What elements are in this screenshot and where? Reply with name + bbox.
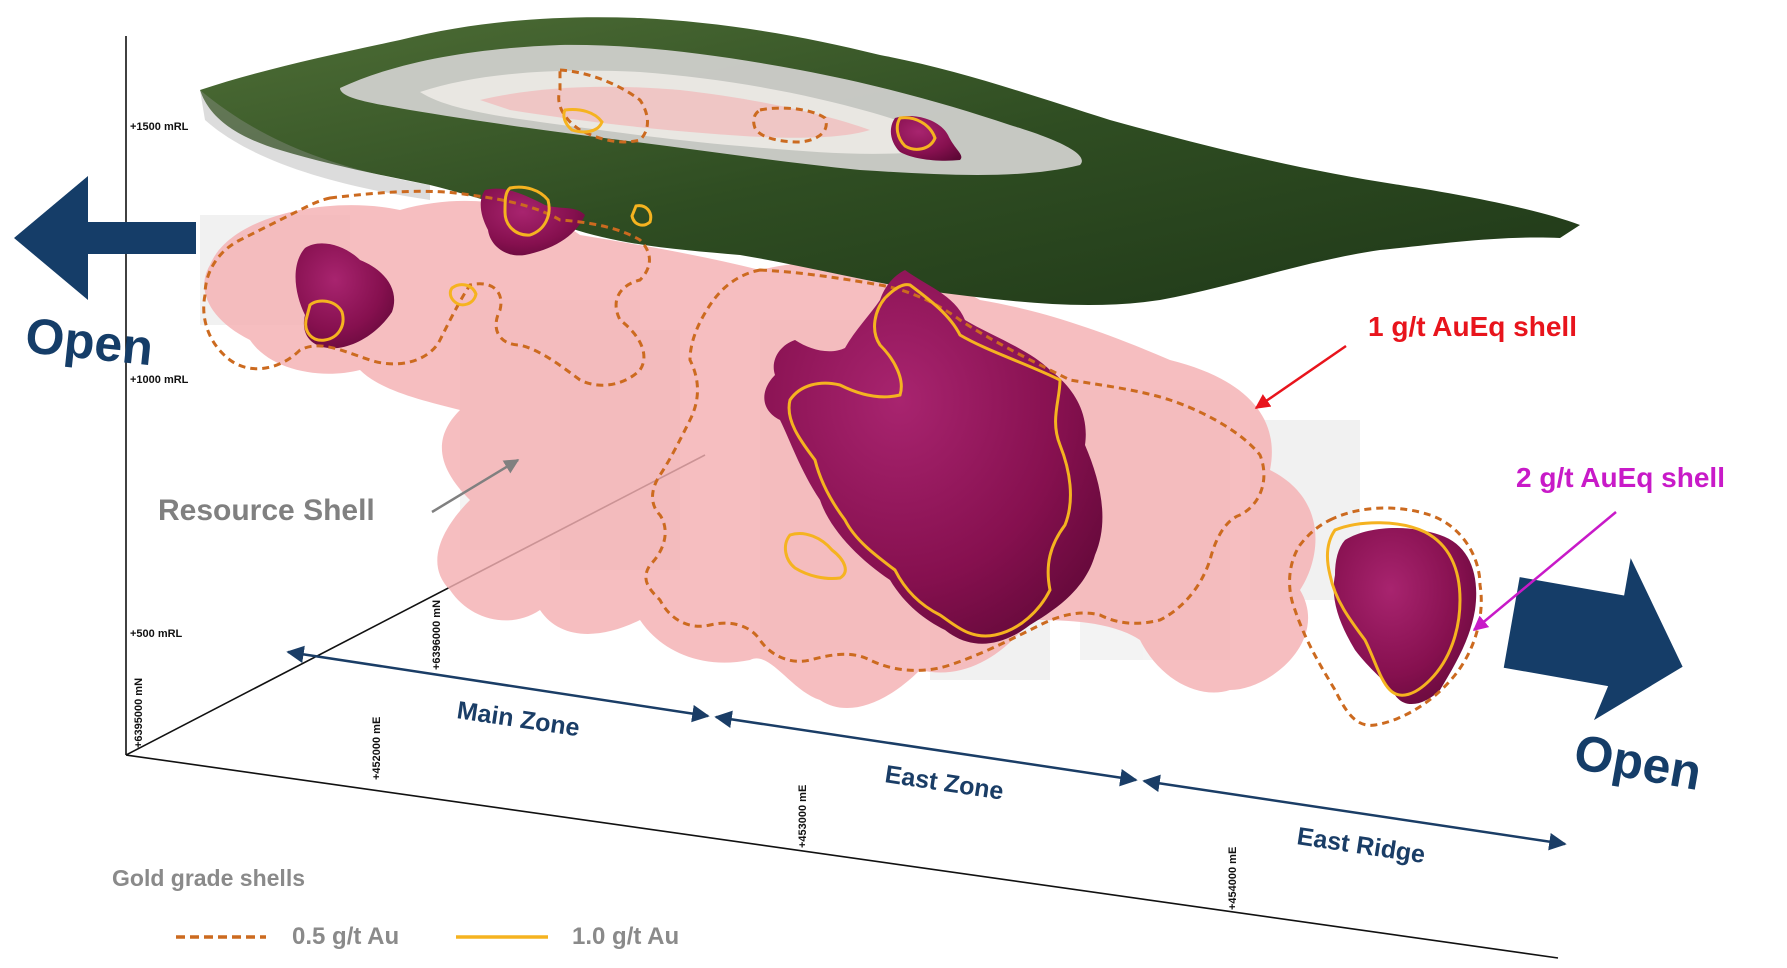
- north-labels: +6395000 mN +6396000 mN: [133, 600, 443, 748]
- shell-2g-label: 2 g/t AuEq shell: [1516, 462, 1725, 493]
- east-ridge-body: [1334, 528, 1477, 704]
- open-left: Open: [14, 176, 196, 376]
- zone-labels: Main Zone East Zone East Ridge: [455, 696, 1427, 869]
- zone-label-east-ridge: East Ridge: [1295, 822, 1427, 869]
- open-left-arrow: [14, 176, 196, 300]
- rl-label-1000: +1000 mRL: [130, 374, 189, 386]
- legend-label-1-0: 1.0 g/t Au: [572, 923, 679, 950]
- zone-arrows: [288, 652, 1565, 844]
- rl-labels: +1500 mRL +1000 mRL +500 mRL: [130, 121, 189, 640]
- rl-label-500: +500 mRL: [130, 628, 183, 640]
- open-right-label: Open: [1570, 724, 1706, 801]
- shell-1g-pointer: [1256, 346, 1346, 408]
- open-right-arrow: [1497, 540, 1699, 734]
- zone-label-main: Main Zone: [455, 696, 581, 742]
- east-label-453000: +453000 mE: [797, 785, 809, 848]
- east-label-454000: +454000 mE: [1227, 847, 1239, 910]
- open-left-label: Open: [23, 307, 156, 376]
- legend: Gold grade shells 0.5 g/t Au 1.0 g/t Au: [112, 865, 679, 950]
- rl-label-1500: +1500 mRL: [130, 121, 189, 133]
- north-label-6396000: +6396000 mN: [431, 600, 443, 670]
- open-right: Open: [1497, 540, 1705, 801]
- legend-label-0-5: 0.5 g/t Au: [292, 923, 399, 950]
- zone-label-east: East Zone: [883, 760, 1005, 805]
- legend-title: Gold grade shells: [112, 865, 305, 891]
- callout-1g-shell: 1 g/t AuEq shell: [1256, 311, 1577, 408]
- resource-shell-label: Resource Shell: [158, 494, 375, 527]
- east-label-452000: +452000 mE: [371, 717, 383, 780]
- north-label-6395000: +6395000 mN: [133, 678, 145, 748]
- shell-1g-label: 1 g/t AuEq shell: [1368, 311, 1577, 342]
- east-labels: +452000 mE +453000 mE +454000 mE: [371, 717, 1239, 910]
